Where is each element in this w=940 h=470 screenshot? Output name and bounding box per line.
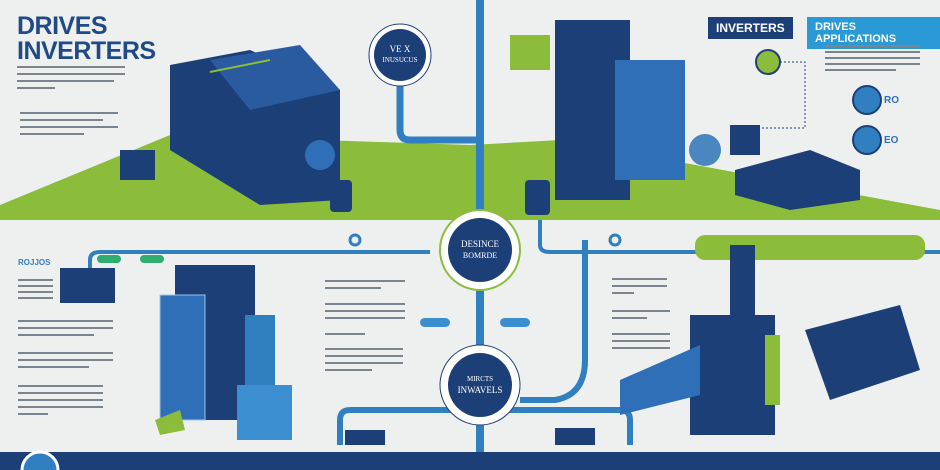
green-pill-1 [97, 255, 121, 263]
lower-circle-label: MIRCTS INWAVELS [450, 374, 510, 396]
section-heading: ROJJOS [18, 258, 51, 267]
center-circle-label: DESINCE BOMRDE [450, 239, 510, 261]
motor-left [305, 140, 335, 170]
duct-left [620, 345, 700, 415]
title-line-2: INVERTERS [17, 37, 156, 65]
center-text-1 [325, 280, 405, 289]
section-text-2 [18, 352, 113, 368]
page-title: DRIVES INVERTERS [17, 14, 156, 64]
pipe-right [538, 220, 940, 254]
section-text-1 [18, 320, 113, 336]
lower-circle-line-1: MIRCTS [466, 375, 494, 383]
top-circle-label: VE X INUSUCUS [374, 44, 426, 66]
inverters-tag: INVERTERS [708, 17, 793, 39]
bottom-band [0, 452, 940, 470]
ro-badge-icon [852, 85, 882, 115]
center-text-3 [325, 333, 365, 335]
intro-text [17, 66, 125, 89]
process-unit [690, 315, 775, 435]
center-circle-line-1: DESINCE [461, 239, 499, 249]
drives-applications-tag: DRIVES APPLICATIONS [807, 17, 940, 49]
pipe-left [88, 250, 430, 285]
section-text-0 [18, 279, 53, 299]
right-text-2 [612, 310, 670, 319]
applications-text [825, 45, 920, 71]
motor-right [689, 134, 721, 166]
pump-box [237, 385, 292, 440]
right-text-1 [612, 278, 667, 294]
green-pipe-rack [695, 235, 925, 260]
ro-badge-label: RO [884, 95, 899, 106]
green-pill-2 [140, 255, 164, 263]
pin-icon-right [608, 233, 622, 247]
title-line-1: DRIVES [17, 12, 108, 40]
right-text-3 [612, 333, 670, 349]
green-info-tag [510, 35, 550, 70]
bottom-badge [20, 450, 60, 470]
top-circle-line-1: VE X [389, 44, 411, 54]
eo-badge-icon [852, 125, 882, 155]
eo-badge-label: EO [884, 135, 899, 146]
center-circle-line-2: BOMRDE [462, 251, 498, 260]
small-box-left [120, 150, 155, 180]
callout-pill-left [420, 318, 450, 327]
green-gauge-icon [755, 49, 781, 75]
intro-text-2 [20, 112, 118, 135]
center-text-2 [325, 303, 405, 319]
battery-boxes [735, 150, 860, 210]
pipe-top [396, 80, 476, 144]
pin-icon-left [348, 233, 362, 247]
top-circle-line-2: INUSUCUS [382, 56, 418, 64]
center-text-4 [325, 348, 403, 371]
pipe-lower [520, 240, 588, 403]
callout-pill-right [500, 318, 530, 327]
lower-circle-line-2: INWAVELS [457, 385, 503, 395]
section-text-3 [18, 385, 103, 415]
tank-right [805, 305, 920, 400]
